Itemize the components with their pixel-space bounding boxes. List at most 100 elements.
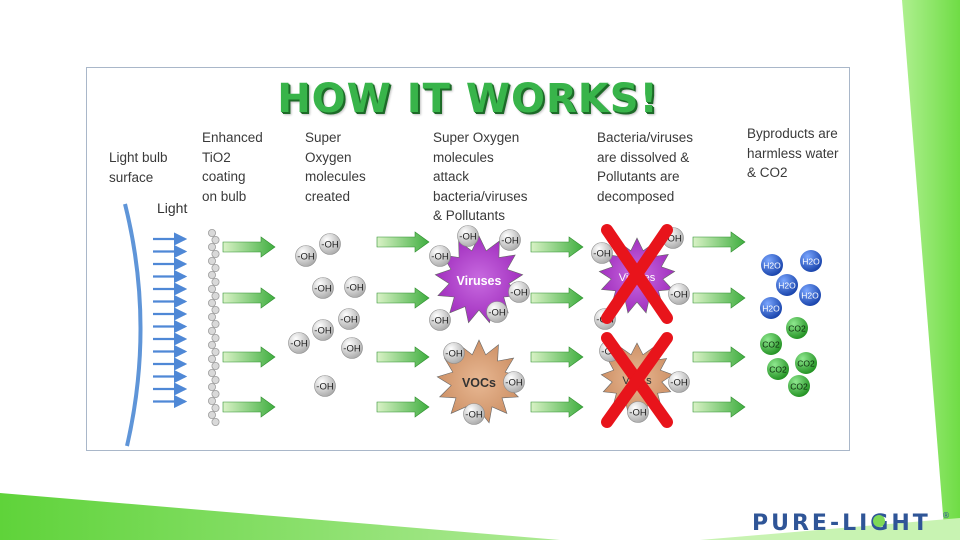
process-arrow (530, 287, 584, 309)
hydroxyl-label: -OH (501, 236, 519, 247)
hydroxyl-label: -OH (670, 378, 688, 389)
co2-molecule (786, 317, 808, 339)
hydroxyl-label: -OH (505, 378, 523, 389)
process-arrow (376, 396, 430, 418)
hydroxyl-molecule (457, 225, 479, 247)
process-arrow (692, 231, 746, 253)
process-arrow (692, 346, 746, 368)
co2-label: CO2 (797, 359, 815, 369)
logo-text: PURE-LIGHT (752, 511, 931, 536)
water-molecule (760, 297, 782, 319)
hydroxyl-molecule (503, 371, 525, 393)
process-arrow (222, 287, 276, 309)
tio2-bead (208, 354, 217, 363)
hydroxyl-label: -OH (593, 249, 611, 260)
co2-label: CO2 (769, 365, 787, 375)
hydroxyl-label: -OH (664, 234, 682, 245)
hydroxyl-molecule (314, 375, 336, 397)
red-x-mark (601, 332, 673, 428)
virus-label: Viruses (457, 274, 502, 288)
co2-molecule (767, 358, 789, 380)
water-label: H2O (801, 291, 819, 301)
hydroxyl-molecule (443, 342, 465, 364)
light-label: Light (157, 200, 188, 216)
bulb-surface-curve (123, 203, 143, 447)
water-label: H2O (762, 304, 780, 314)
tio2-bead (208, 396, 217, 405)
hydroxyl-label: -OH (445, 349, 463, 360)
hydroxyl-molecule (319, 233, 341, 255)
water-label: H2O (763, 261, 781, 271)
hydroxyl-molecule (341, 337, 363, 359)
tio2-bead (208, 368, 217, 377)
hydroxyl-molecule (668, 371, 690, 393)
process-arrow (222, 346, 276, 368)
tio2-bead (208, 298, 217, 307)
hydroxyl-molecule (591, 242, 613, 264)
tio2-bead (208, 270, 217, 279)
tio2-bead (208, 382, 217, 391)
hydroxyl-label: -OH (297, 252, 315, 263)
process-arrow (222, 396, 276, 418)
tio2-bead (208, 410, 217, 419)
tio2-bead (211, 403, 220, 412)
co2-molecule (760, 333, 782, 355)
hydroxyl-label: -OH (510, 288, 528, 299)
hydroxyl-label: -OH (431, 252, 449, 263)
voc-label: VOCs (462, 376, 496, 390)
tio2-bead (211, 333, 220, 342)
tio2-bead (208, 242, 217, 251)
bulb-icon (873, 515, 885, 527)
water-molecule (761, 254, 783, 276)
bottom-green-band-light (700, 518, 960, 540)
hydroxyl-label: -OH (431, 316, 449, 327)
co2-label: CO2 (762, 340, 780, 350)
hydroxyl-label: -OH (343, 344, 361, 355)
hydroxyl-label: -OH (459, 232, 477, 243)
process-arrow (530, 346, 584, 368)
tio2-bead (208, 340, 217, 349)
hydroxyl-molecule (668, 283, 690, 305)
process-arrow (376, 346, 430, 368)
water-molecule (776, 274, 798, 296)
hydroxyl-molecule (429, 245, 451, 267)
registered-mark: ® (942, 511, 950, 520)
water-label: H2O (778, 281, 796, 291)
co2-label: CO2 (790, 382, 808, 392)
hydroxyl-molecule (312, 319, 334, 341)
hydroxyl-label: -OH (629, 408, 647, 419)
hydroxyl-label: -OH (488, 308, 506, 319)
hydroxyl-label: -OH (314, 284, 332, 295)
co2-label: CO2 (788, 324, 806, 334)
process-arrow (222, 236, 276, 258)
hydroxyl-label: -OH (290, 339, 308, 350)
tio2-bead (211, 417, 220, 426)
hydroxyl-label: -OH (314, 326, 332, 337)
bottom-green-band (0, 493, 560, 540)
process-arrow (692, 287, 746, 309)
hydroxyl-molecule (463, 403, 485, 425)
tio2-bead (211, 361, 220, 370)
tio2-bead (211, 249, 220, 258)
hydroxyl-molecule (486, 301, 508, 323)
hydroxyl-molecule (344, 276, 366, 298)
tio2-bead (211, 389, 220, 398)
red-x-mark (601, 224, 673, 324)
hydroxyl-label: -OH (321, 240, 339, 251)
tio2-bead (211, 235, 220, 244)
co2-molecule (788, 375, 810, 397)
hydroxyl-molecule (295, 245, 317, 267)
water-molecule (799, 284, 821, 306)
hydroxyl-molecule (627, 401, 649, 423)
tio2-bead (208, 256, 217, 265)
water-label: H2O (802, 257, 820, 267)
tio2-bead (211, 263, 220, 272)
hydroxyl-label: -OH (340, 315, 358, 326)
hydroxyl-molecule (338, 308, 360, 330)
